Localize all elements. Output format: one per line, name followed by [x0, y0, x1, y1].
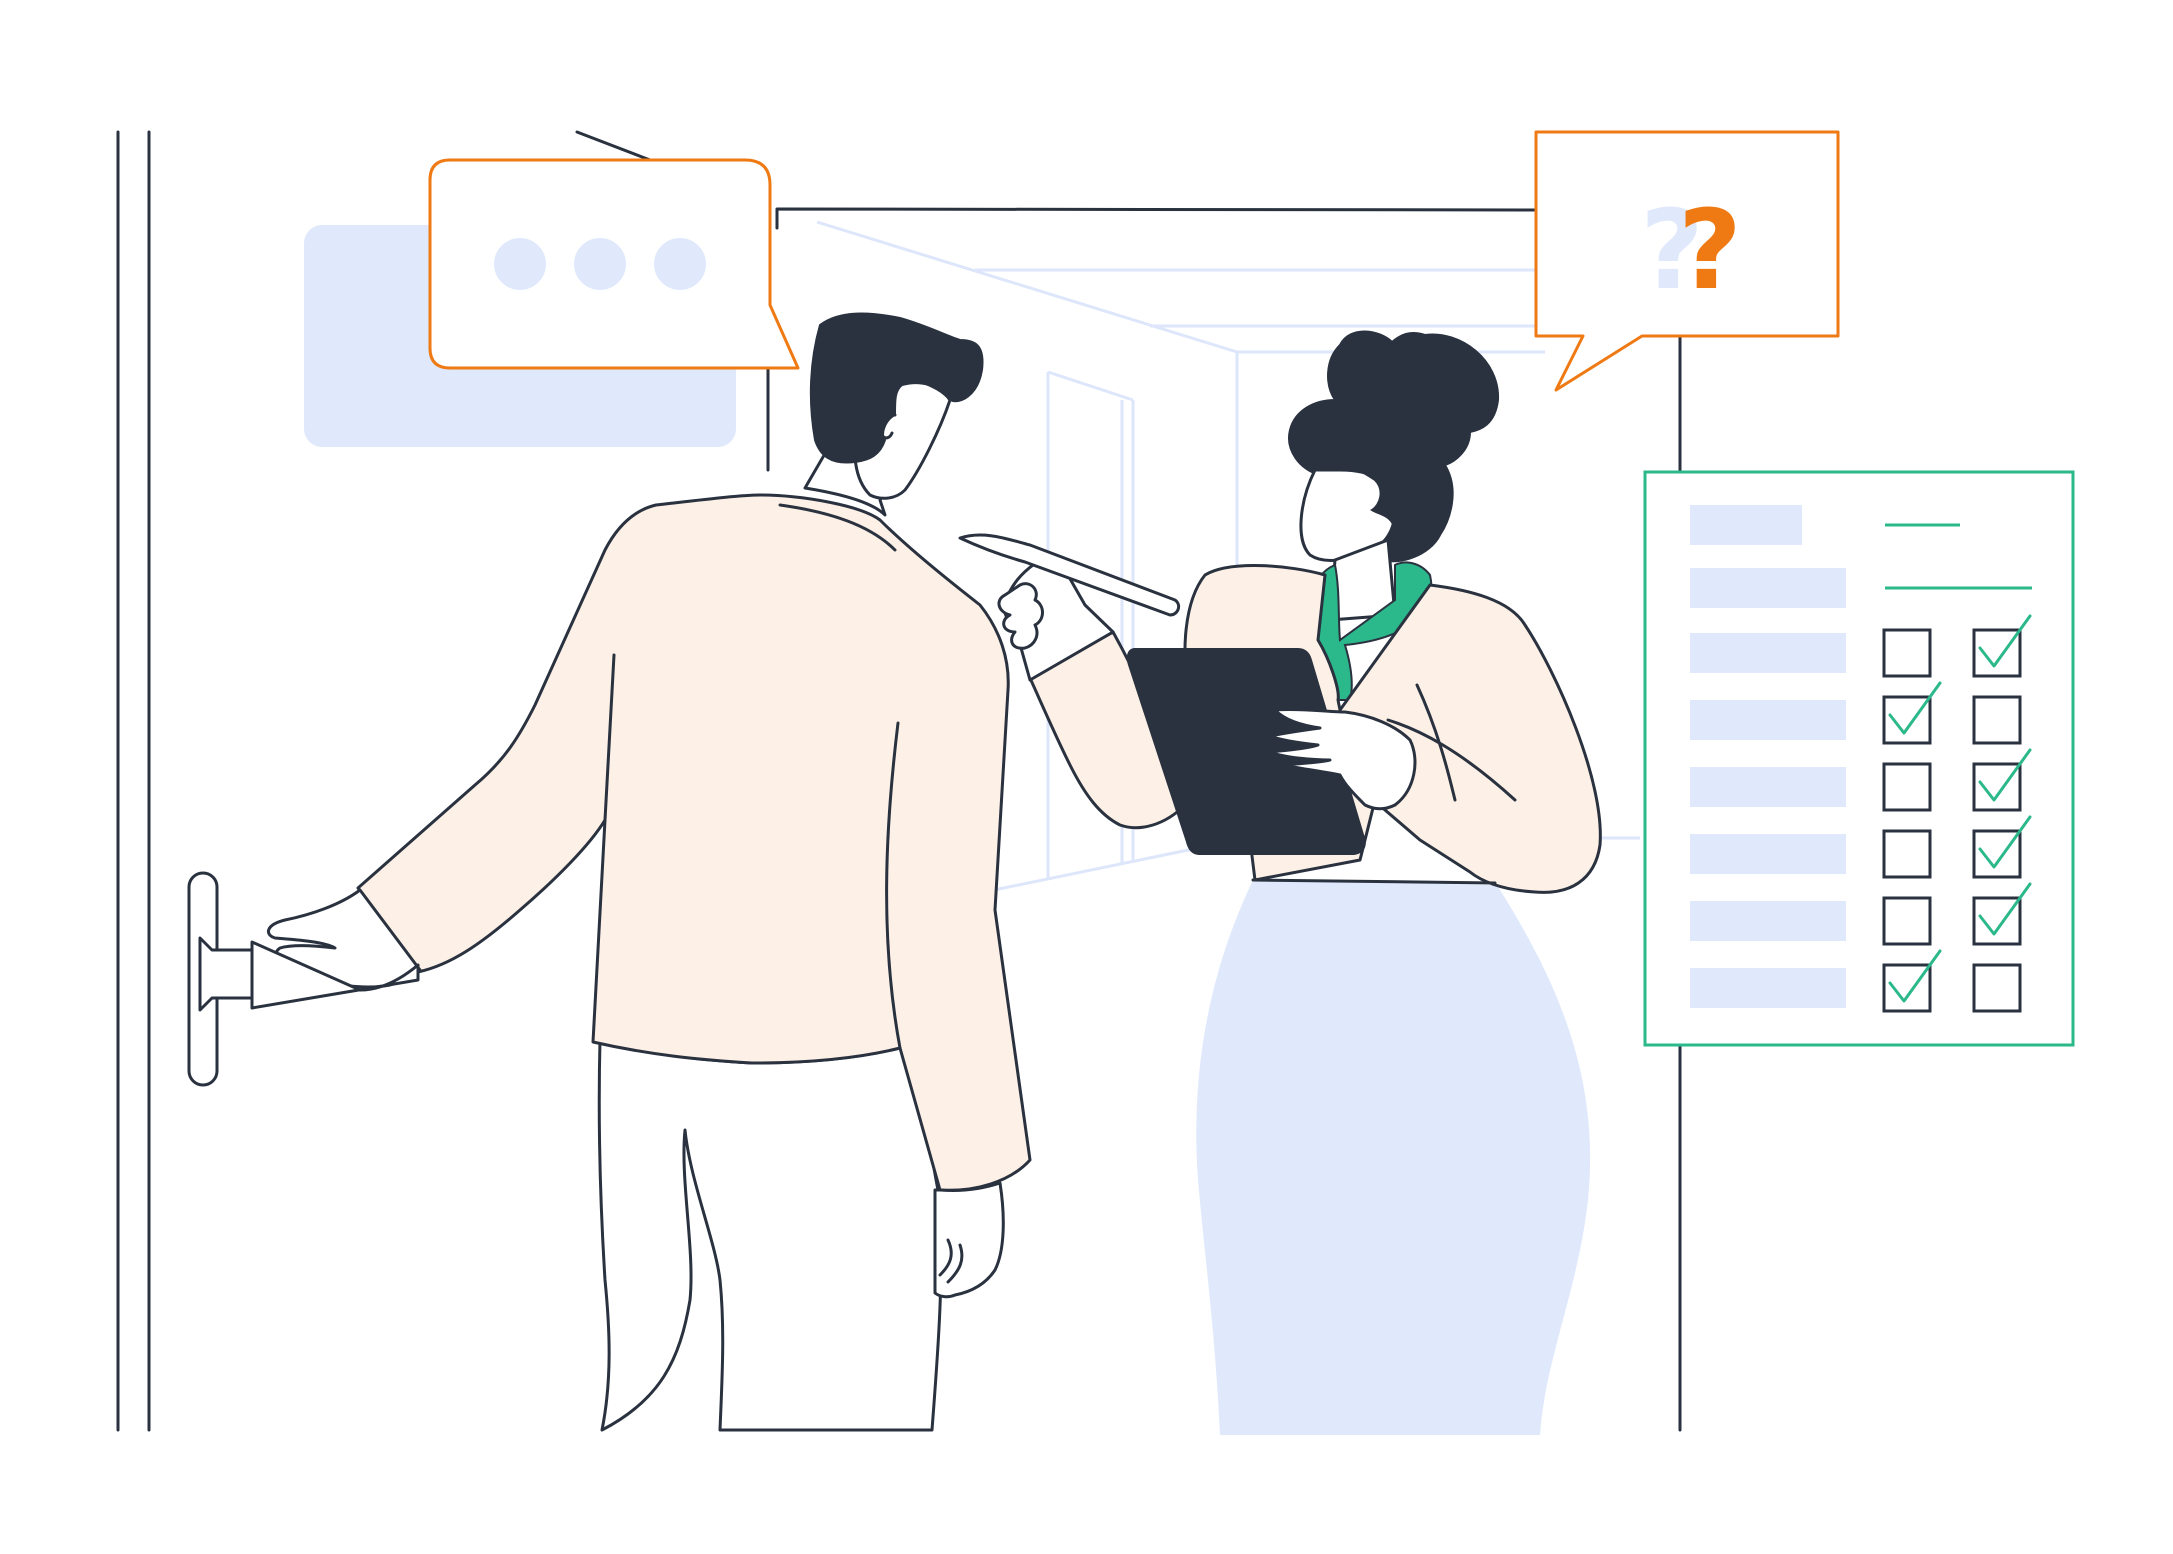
woman-hair-front: [1317, 447, 1399, 531]
checklist-rows: [1690, 614, 2032, 1013]
woman-fingers: [997, 582, 1044, 650]
woman-forearm-line: [1386, 718, 1517, 802]
woman-pen: [958, 533, 1181, 617]
question-mark-front: ?: [1678, 186, 1742, 314]
man-cuff: [250, 940, 420, 1010]
checklist-checkbox-col2: [1972, 896, 2022, 946]
typing-dot: [654, 238, 706, 290]
checklist-row-bar: [1690, 700, 1846, 740]
check-mark-icon: [1978, 815, 2032, 869]
typing-dot: [574, 238, 626, 290]
check-mark-icon: [1888, 949, 1942, 1003]
checklist-row-bar: [1690, 767, 1846, 807]
check-mark-icon: [1888, 681, 1942, 735]
man-collar-line: [778, 503, 897, 552]
checklist-checkbox-col1: [1882, 695, 1932, 745]
man-right-fingers: [938, 1238, 964, 1284]
back-wall-lines: [766, 207, 1682, 1432]
checklist-subheader-bar: [1690, 568, 1846, 608]
checklist-checkbox-col2: [1972, 963, 2022, 1013]
woman-hair-bun: [1288, 330, 1500, 563]
door-handle: [187, 871, 254, 1087]
woman-clipboard: [1126, 648, 1366, 855]
woman-figure: [958, 330, 1602, 1435]
check-mark-icon: [1978, 882, 2032, 936]
man-pants: [597, 1038, 943, 1432]
checklist-header-bar: [1690, 505, 1802, 545]
man-figure: [250, 312, 1032, 1432]
woman-skirt: [1196, 880, 1591, 1435]
checklist-checkbox-col2: [1972, 628, 2022, 678]
checklist-row-bar: [1690, 901, 1846, 941]
door-frame: [116, 130, 652, 1432]
question-mark-back: ?: [1640, 186, 1704, 314]
checklist-checkbox-col1: [1882, 829, 1932, 879]
checklist-checkbox-col2: [1972, 762, 2022, 812]
typing-dot: [494, 238, 546, 290]
checklist-board: [1643, 470, 2075, 1047]
checklist-row-bar: [1690, 633, 1846, 673]
checklist-checkbox-col2: [1972, 829, 2022, 879]
check-mark-icon: [1978, 748, 2032, 802]
checklist-checkbox-col2: [1972, 695, 2022, 745]
check-mark-icon: [1978, 614, 2032, 668]
woman-waist-line: [1251, 878, 1497, 885]
man-sweater: [356, 493, 1032, 1192]
man-arm-seam: [603, 653, 616, 822]
typing-dots: [494, 238, 706, 290]
question-bubble-outline: [1534, 130, 1840, 392]
man-hair: [809, 312, 984, 464]
checklist-row-bar: [1690, 968, 1846, 1008]
checklist-checkbox-col1: [1882, 628, 1932, 678]
checklist-frame: [1643, 470, 2075, 1047]
speech-bubble-typing: [428, 158, 800, 370]
checklist-checkbox-col1: [1882, 896, 1932, 946]
woman-right-arm-line: [1415, 683, 1457, 802]
checklist-row-bar: [1690, 834, 1846, 874]
woman-right-hand: [1268, 707, 1417, 811]
man-back-seam: [885, 721, 902, 1050]
man-ear: [879, 412, 897, 440]
checklist-checkbox-col1: [1882, 963, 1932, 1013]
woman-sweater-right: [1338, 583, 1602, 894]
question-bubble: ? ?: [1534, 130, 1840, 392]
man-right-hand: [933, 1181, 1005, 1299]
checklist-checkbox-col1: [1882, 762, 1932, 812]
